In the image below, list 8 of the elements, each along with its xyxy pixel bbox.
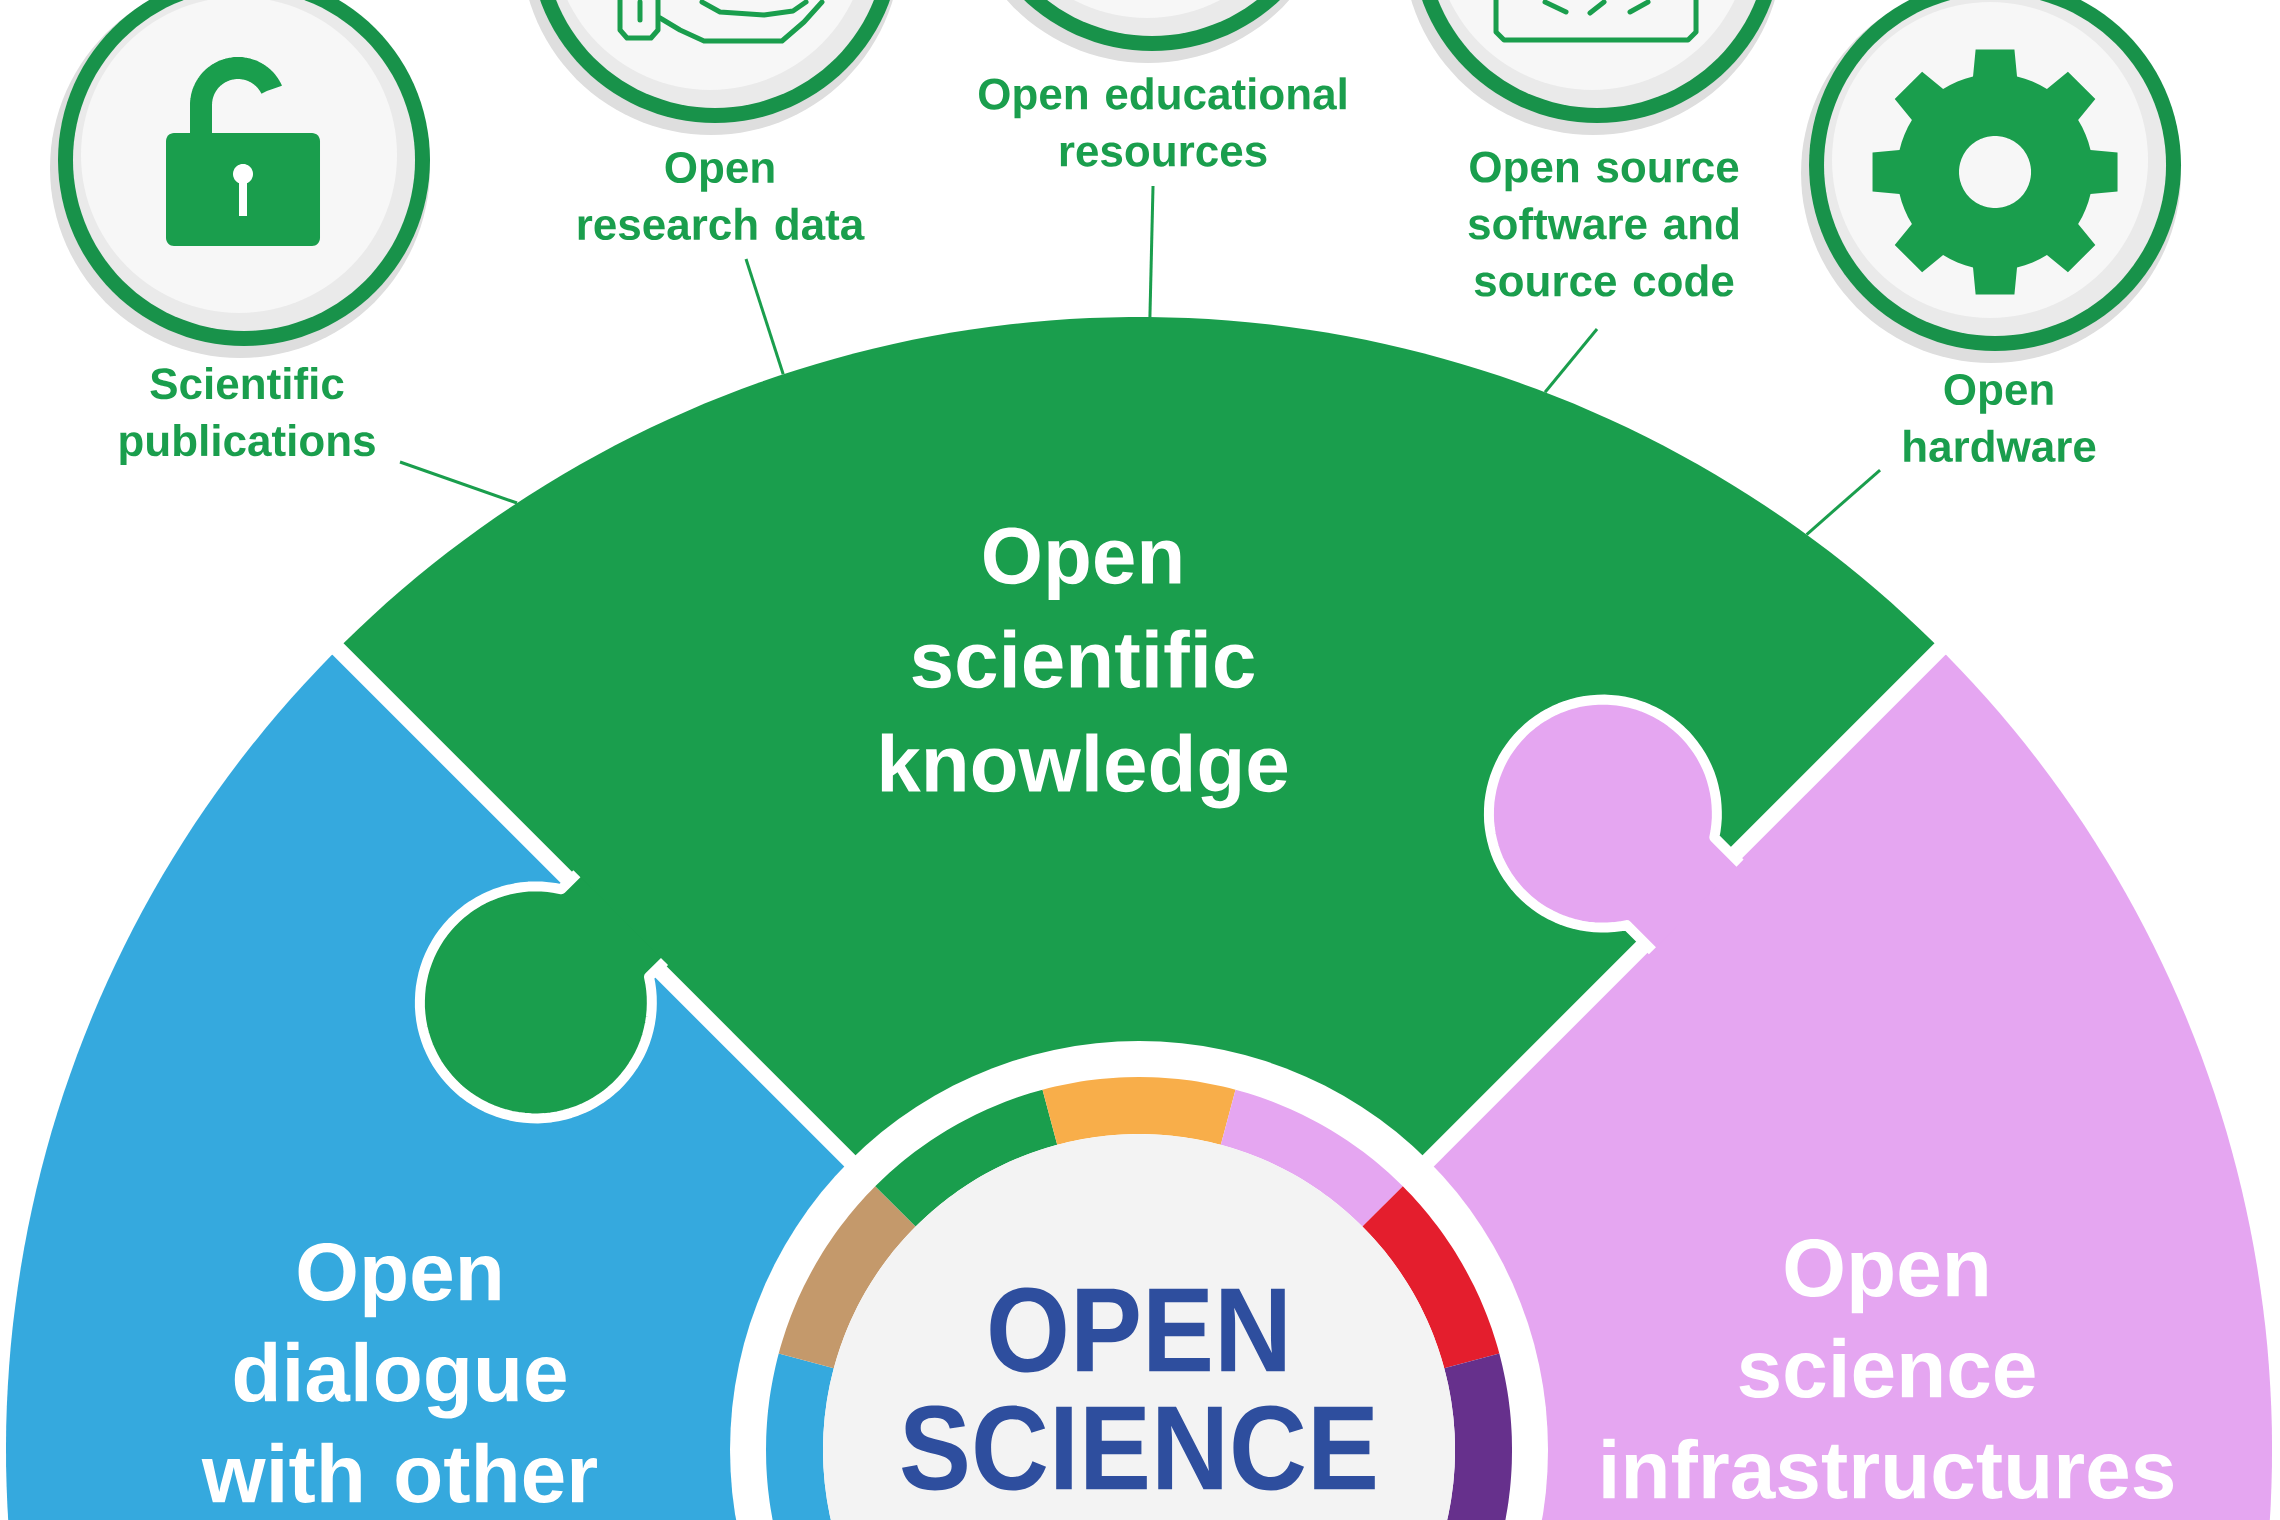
category-label: Open educational resources xyxy=(979,77,1346,167)
leader-line xyxy=(1148,185,1155,318)
category-label: Open source software and source code xyxy=(1468,151,1739,297)
leader-line xyxy=(1543,328,1599,394)
leader-line xyxy=(744,258,785,375)
category-label: Open research data xyxy=(578,151,865,241)
leader-line xyxy=(399,460,518,505)
leader-line xyxy=(1805,468,1881,536)
